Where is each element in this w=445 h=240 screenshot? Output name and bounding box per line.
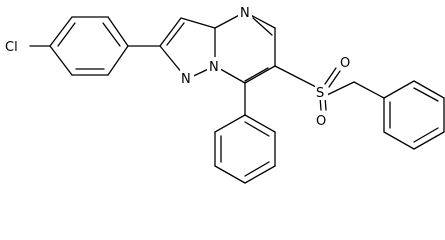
bond bbox=[166, 22, 185, 46]
phenyl-ring-bottom bbox=[214, 82, 276, 184]
bond bbox=[326, 81, 355, 96]
atom-label-sulfur: S bbox=[316, 86, 324, 101]
atom-label-nitrogen-bridge: N bbox=[209, 60, 219, 75]
bond bbox=[252, 17, 273, 36]
bond bbox=[353, 81, 385, 99]
atom-label-oxygen-upper: O bbox=[340, 56, 350, 71]
label-background bbox=[180, 69, 194, 87]
bond bbox=[324, 67, 337, 85]
bond bbox=[383, 80, 415, 99]
atom-label-nitrogen-top: N bbox=[240, 6, 250, 21]
bond bbox=[413, 80, 445, 99]
label-background bbox=[315, 84, 328, 100]
bond bbox=[244, 121, 270, 137]
bond bbox=[102, 22, 121, 47]
pyrimidine-ring bbox=[214, 11, 276, 84]
chemical-structure-diagram: Cl N N N S O O bbox=[4, 3, 445, 184]
bond bbox=[244, 165, 276, 184]
bond bbox=[244, 114, 276, 133]
bond bbox=[244, 65, 276, 84]
bond bbox=[214, 165, 246, 184]
bond bbox=[413, 127, 439, 143]
bond bbox=[214, 114, 246, 133]
bond bbox=[107, 16, 129, 47]
bond bbox=[107, 45, 129, 76]
atom-labels: Cl N N N S O O bbox=[4, 3, 352, 129]
label-background bbox=[4, 37, 26, 55]
bond bbox=[180, 17, 216, 29]
bond bbox=[274, 65, 317, 88]
label-background bbox=[238, 3, 252, 21]
atom-label-nitrogen-left: N bbox=[181, 72, 191, 87]
bond bbox=[49, 45, 73, 76]
bond bbox=[159, 17, 182, 47]
phenyl-ring-right bbox=[353, 80, 445, 150]
bond bbox=[413, 131, 445, 150]
bond bbox=[244, 161, 270, 177]
atom-label-chlorine: Cl bbox=[5, 40, 18, 55]
label-background bbox=[207, 57, 221, 74]
sulfonyl-oxygen-bonds bbox=[324, 67, 341, 88]
chlorophenyl-ring bbox=[29, 16, 161, 76]
bond bbox=[49, 16, 73, 47]
sulfonyl-group bbox=[274, 65, 355, 111]
label-background bbox=[314, 111, 328, 127]
bond bbox=[413, 87, 439, 102]
bond bbox=[57, 22, 76, 47]
atom-label-oxygen-lower: O bbox=[316, 114, 326, 129]
bond bbox=[328, 70, 341, 88]
label-background bbox=[338, 53, 352, 69]
bond bbox=[383, 131, 415, 150]
bond bbox=[244, 67, 269, 82]
